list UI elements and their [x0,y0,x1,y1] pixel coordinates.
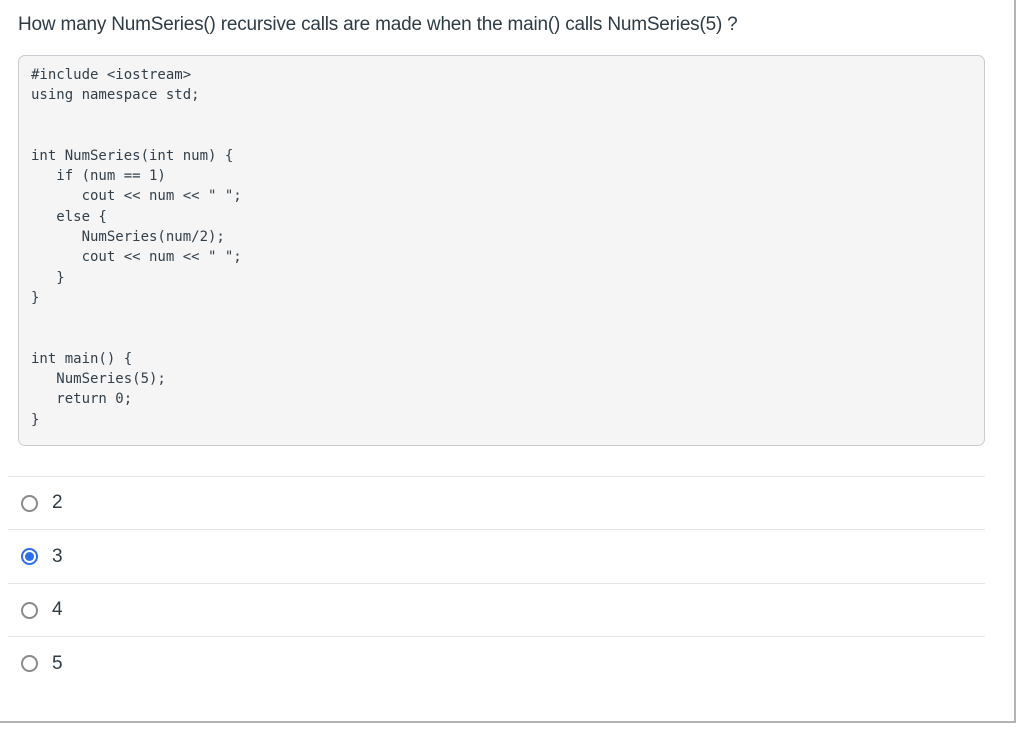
answer-option-4[interactable]: 4 [8,582,985,637]
radio-button[interactable] [21,655,38,673]
answer-option-3[interactable]: 3 [8,529,985,583]
answer-option-label[interactable]: 4 [52,599,63,621]
radio-button[interactable] [21,548,38,566]
answer-option-2[interactable]: 2 [8,475,985,530]
answer-option-5[interactable]: 5 [8,636,985,690]
radio-button[interactable] [21,601,38,619]
code-block: #include <iostream> using namespace std;… [18,54,985,446]
answer-options: 2 3 4 5 [8,475,985,690]
answer-option-label[interactable]: 5 [52,652,63,674]
question-text: How many NumSeries() recursive calls are… [18,14,738,35]
code-text: #include <iostream> using namespace std;… [31,66,242,428]
answer-option-label[interactable]: 3 [52,545,63,567]
answer-option-label[interactable]: 2 [52,492,63,514]
quiz-question-panel: How many NumSeries() recursive calls are… [0,0,1016,723]
radio-button[interactable] [21,494,38,512]
